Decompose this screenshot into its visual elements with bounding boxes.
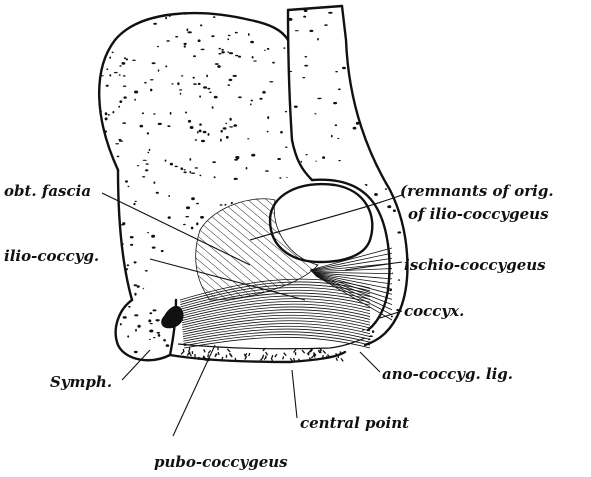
label-obt-fascia: obt. fascia [4, 182, 91, 200]
label-ilio-coccyg: ilio-coccyg. [4, 247, 99, 265]
label-symph: Symph. [50, 373, 112, 391]
label-pubo-coccygeus: pubo-coccygeus [154, 453, 288, 471]
perineal-border [170, 338, 365, 362]
label-remnants-line1: (remnants of orig. [400, 182, 554, 200]
label-coccyx: coccyx. [404, 302, 464, 320]
label-central-point: central point [300, 414, 409, 432]
label-ischio-coccygeus: ischio-coccygeus [404, 256, 546, 274]
label-ano-coccyg-lig: ano-coccyg. lig. [382, 365, 513, 383]
sacrum-bone [283, 4, 416, 348]
label-remnants-line2: of ilio-coccygeus [408, 205, 549, 223]
